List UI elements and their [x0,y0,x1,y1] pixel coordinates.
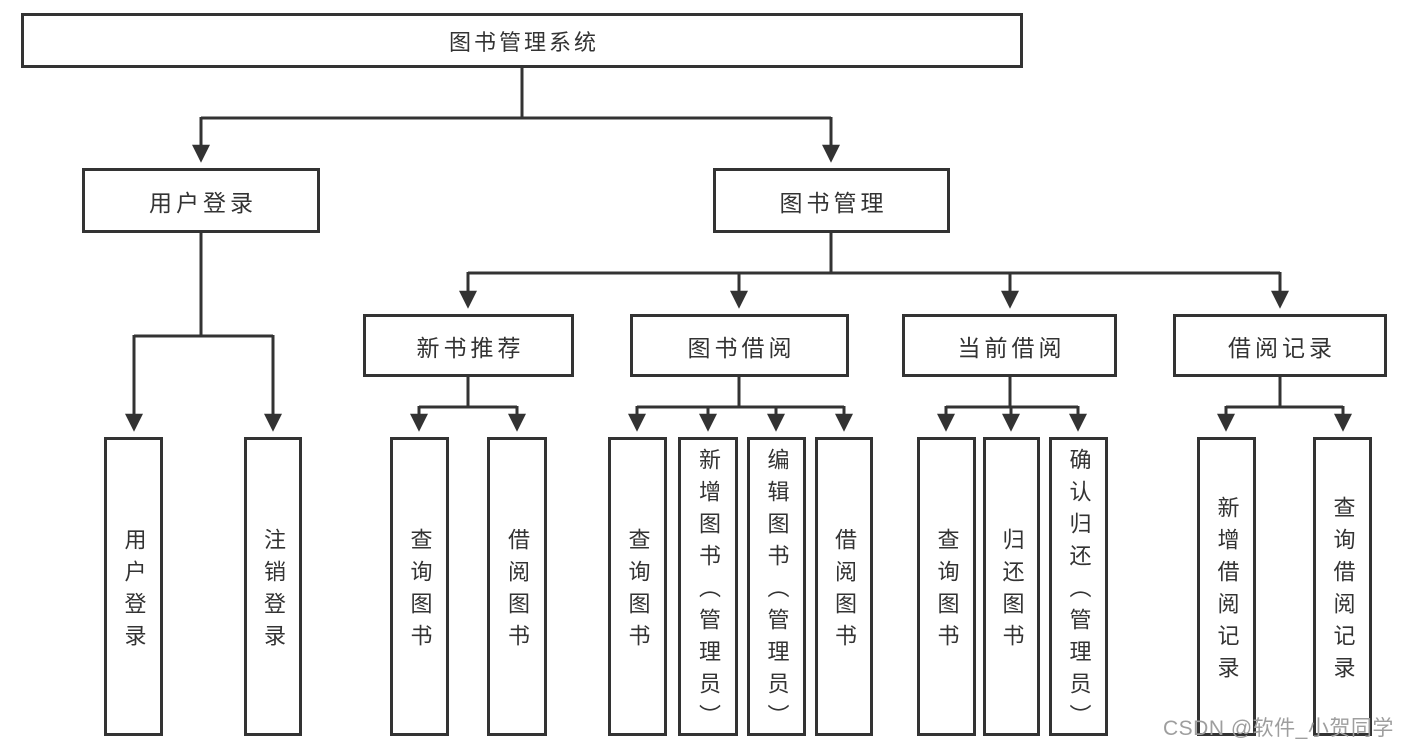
node-label: 用户登录 [121,527,147,656]
node-label: 查询图书 [934,527,960,656]
node-leaf-borrow-books-2: 借阅图书 [815,437,873,736]
node-leaf-query-borrow-record: 查询借阅记录 [1313,437,1372,736]
node-leaf-logout: 注销登录 [244,437,302,736]
node-leaf-add-borrow-record: 新增借阅记录 [1197,437,1256,736]
node-label: 图书借阅 [687,334,796,361]
node-label: 借阅记录 [1228,334,1336,361]
node-label: 确认归还（管理员） [1066,447,1092,736]
node-library-management-system: 图书管理系统 [21,13,1023,68]
node-label: 当前借阅 [957,334,1066,361]
node-user-login: 用户登录 [82,168,320,233]
csdn-watermark: CSDN @软件_小贺同学 [1163,717,1394,740]
node-label: 图书管理系统 [448,29,599,55]
node-book-borrowing: 图书借阅 [630,314,849,377]
node-leaf-add-books-admin: 新增图书（管理员） [678,437,738,736]
node-leaf-return-books: 归还图书 [983,437,1040,736]
node-leaf-query-books-3: 查询图书 [917,437,976,736]
node-leaf-query-books-1: 查询图书 [390,437,449,736]
node-leaf-query-books-2: 查询图书 [608,437,667,736]
node-book-management: 图书管理 [713,168,950,233]
node-label: 新书推荐 [416,334,525,361]
node-label: 新增借阅记录 [1214,495,1240,688]
node-label: 编辑图书（管理员） [764,447,790,736]
node-label: 归还图书 [999,527,1025,656]
node-current-borrowing: 当前借阅 [902,314,1117,377]
node-leaf-confirm-return-admin: 确认归还（管理员） [1049,437,1108,736]
node-new-book-recommend: 新书推荐 [363,314,574,377]
node-leaf-user-login: 用户登录 [104,437,163,736]
node-label: 图书管理 [779,189,888,216]
node-label: 注销登录 [261,527,286,656]
node-label: 借阅图书 [505,527,530,656]
node-label: 新增图书（管理员） [696,447,721,736]
node-label: 用户登录 [149,189,257,216]
node-leaf-edit-books-admin: 编辑图书（管理员） [747,437,806,736]
node-borrowing-records: 借阅记录 [1173,314,1387,377]
node-label: 查询图书 [625,527,651,656]
node-leaf-borrow-books-1: 借阅图书 [487,437,547,736]
node-label: 借阅图书 [832,527,857,656]
node-label: 查询借阅记录 [1330,495,1356,688]
node-label: 查询图书 [407,527,433,656]
